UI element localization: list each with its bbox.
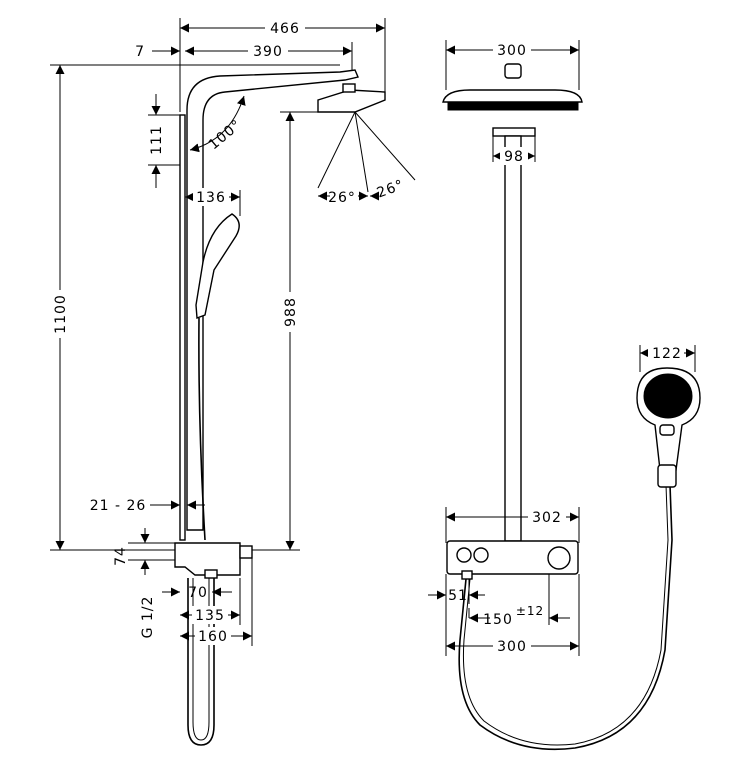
handshower-spray-face (643, 373, 693, 419)
hand-shower (195, 213, 240, 319)
overhead-shower-head (317, 89, 386, 113)
diverter-button-1 (456, 547, 472, 563)
dim-angle-26-right: 26° (375, 177, 407, 202)
outlet-fitting (204, 569, 218, 579)
side-view: 466 7 390 111 100° 1100 988 (50, 18, 416, 746)
dim-98: 98 (504, 149, 524, 165)
dim-466: 466 (270, 21, 300, 37)
hose-loop (187, 578, 215, 746)
head-connector (504, 63, 522, 79)
dim-7: 7 (135, 44, 145, 60)
dim-160: 160 (198, 629, 228, 645)
dim-angle-100: 100° (206, 117, 245, 154)
diverter-button-2 (473, 547, 489, 563)
shower-hose (198, 317, 206, 541)
dim-390: 390 (253, 44, 283, 60)
arm-bracket (492, 127, 536, 137)
dim-74: 74 (113, 546, 129, 566)
head-nozzle-face (447, 101, 579, 111)
front-view: 300 98 302 51 150 (428, 40, 701, 751)
dim-135: 135 (195, 608, 225, 624)
dim-300-base: 300 (497, 639, 527, 655)
thermostat-body (174, 542, 241, 576)
dim-302: 302 (532, 510, 562, 526)
connection-label: G 1/2 (140, 596, 156, 639)
dim-111: 111 (149, 125, 165, 155)
temperature-knob (547, 546, 571, 570)
dim-51: 51 (448, 588, 468, 604)
dim-angle-26-left: 26° (328, 190, 356, 206)
overhead-shower-front (442, 89, 583, 103)
riser-pipe (504, 135, 522, 542)
inlet-left (461, 570, 473, 580)
wall-rail (179, 114, 186, 541)
control-knob (239, 545, 253, 559)
dim-70: 70 (188, 585, 208, 601)
dim-300-head: 300 (497, 43, 527, 59)
dim-988: 988 (283, 297, 299, 327)
hose-connector (657, 464, 677, 488)
dim-122: 122 (652, 346, 682, 362)
front-hose (458, 484, 673, 751)
dim-tolerance: ±12 (516, 604, 544, 618)
head-joint (342, 83, 356, 93)
dim-136: 136 (196, 190, 226, 206)
dim-21-26: 21 - 26 (90, 498, 147, 514)
dim-150: 150 (483, 612, 513, 628)
handshower-button (659, 424, 675, 436)
dim-1100: 1100 (53, 294, 69, 334)
